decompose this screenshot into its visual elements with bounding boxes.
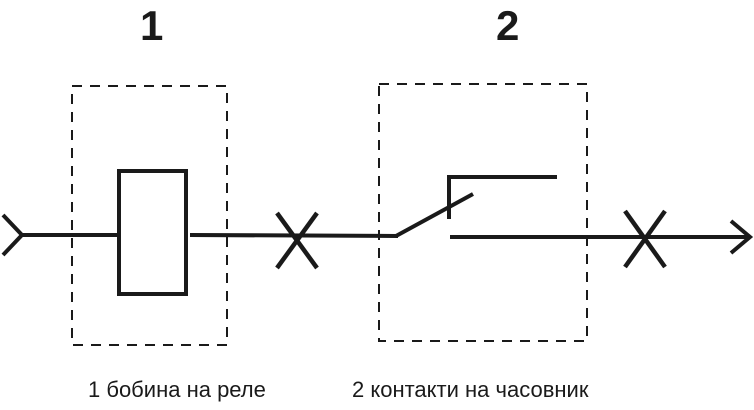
cross-marker-icon xyxy=(623,209,667,269)
switch-contact-icon xyxy=(395,175,557,238)
cross-marker-icon xyxy=(275,211,319,270)
component-1-number: 1 xyxy=(140,2,164,49)
fork-icon xyxy=(1,213,24,257)
component-1-enclosure xyxy=(71,85,228,346)
component-2-enclosure xyxy=(378,83,588,342)
component-1-caption: 1 бобина на реле xyxy=(88,377,266,402)
component-2-number: 2 xyxy=(496,2,520,49)
component-2-caption: 2 контакти на часовник xyxy=(352,377,589,402)
arrow-right-icon xyxy=(729,219,754,255)
relay-coil-icon xyxy=(117,169,188,296)
